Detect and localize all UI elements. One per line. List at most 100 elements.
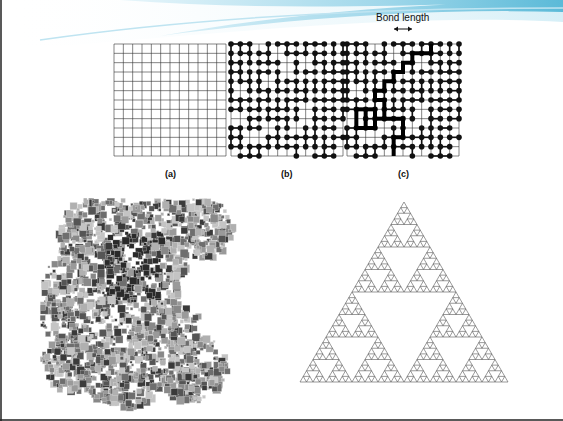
cube (143, 373, 147, 377)
site-dot (228, 107, 234, 113)
cube (151, 284, 156, 289)
cube (192, 326, 198, 332)
site-dot (275, 116, 281, 122)
site-dot (391, 88, 397, 94)
site-dot (331, 107, 337, 113)
site-dot (447, 69, 453, 75)
site-dot (456, 135, 462, 141)
cube (56, 275, 61, 280)
site-dot (322, 51, 328, 57)
spanning-path (364, 109, 368, 128)
site-dot (294, 79, 300, 85)
site-dot (284, 79, 290, 85)
site-dot (331, 116, 337, 122)
site-dot (344, 125, 350, 131)
site-dot (382, 51, 388, 57)
site-dot (354, 69, 360, 75)
site-dot (228, 88, 234, 94)
cube (91, 395, 94, 398)
site-dot (247, 107, 253, 113)
site-dot (275, 79, 281, 85)
site-dot (400, 41, 406, 47)
site-dot (247, 97, 253, 103)
cube (158, 300, 160, 302)
cube (88, 317, 91, 320)
cube (75, 288, 77, 290)
site-dot (312, 79, 318, 85)
site-dot (331, 60, 337, 66)
cube (194, 397, 197, 400)
site-dot (238, 107, 244, 113)
site-dot (438, 116, 444, 122)
site-dot (456, 41, 462, 47)
header-line (40, 8, 563, 40)
site-dot (256, 153, 262, 159)
site-dot (344, 88, 350, 94)
site-dot (344, 41, 350, 47)
site-dot (256, 125, 262, 131)
cube (40, 315, 45, 320)
site-dot (322, 107, 328, 113)
cube (137, 273, 141, 277)
cube (124, 254, 126, 256)
site-dot (275, 144, 281, 150)
cube (143, 351, 146, 354)
site-dot (438, 69, 444, 75)
site-dot (275, 97, 281, 103)
site-dot (447, 51, 453, 57)
cube (150, 214, 153, 217)
site-dot (438, 153, 444, 159)
site-dot (284, 88, 290, 94)
cube (111, 304, 114, 307)
site-dot (372, 69, 378, 75)
site-dot (256, 107, 262, 113)
cube (154, 339, 157, 342)
site-dot (303, 135, 309, 141)
site-dot (247, 79, 253, 85)
site-dot (391, 125, 397, 131)
site-dot (303, 79, 309, 85)
site-dot (456, 60, 462, 66)
cube (147, 240, 151, 244)
site-dot (354, 79, 360, 85)
site-dot (372, 153, 378, 159)
cube (155, 274, 163, 282)
cube (100, 389, 103, 392)
site-dot (428, 60, 434, 66)
header-swoosh (120, 0, 563, 36)
cube (148, 368, 151, 371)
site-dot (456, 51, 462, 57)
site-dot (238, 69, 244, 75)
site-dot (382, 41, 388, 47)
grid-line (188, 44, 189, 156)
site-dot (331, 153, 337, 159)
site-dot (363, 60, 369, 66)
site-dot (247, 41, 253, 47)
cube (180, 268, 188, 276)
cube (141, 243, 143, 245)
site-dot (294, 41, 300, 47)
cube (103, 320, 106, 323)
cube (146, 214, 150, 218)
site-dot (322, 125, 328, 131)
cube (54, 348, 61, 355)
cube (91, 321, 94, 324)
site-dot (438, 41, 444, 47)
slide-frame (0, 419, 563, 421)
site-dot (438, 144, 444, 150)
site-dot (294, 116, 300, 122)
site-dot (419, 88, 425, 94)
cube (134, 270, 141, 277)
cube (135, 356, 142, 363)
site-dot (294, 88, 300, 94)
site-dot (322, 88, 328, 94)
site-dot (322, 41, 328, 47)
cube (228, 230, 231, 233)
cube (72, 291, 75, 294)
cube (47, 349, 52, 354)
cube (141, 296, 147, 302)
cube (171, 330, 177, 336)
site-dot (447, 79, 453, 85)
site-dot (447, 97, 453, 103)
site-dot (438, 88, 444, 94)
